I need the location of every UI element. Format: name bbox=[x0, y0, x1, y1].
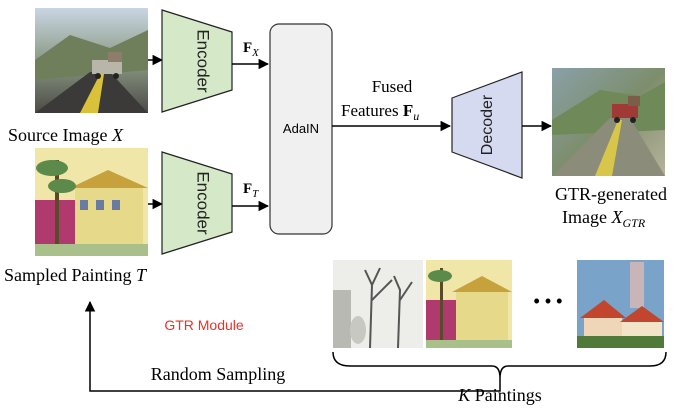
adain-block: AdaIN bbox=[269, 23, 333, 235]
decoder-block: Decoder bbox=[451, 71, 523, 179]
sampled-painting-label: Sampled Painting T bbox=[4, 265, 148, 285]
ft-label: FT bbox=[243, 181, 259, 200]
paintings-brace bbox=[332, 351, 667, 379]
random-sampling-arrow bbox=[84, 300, 501, 392]
gtr-module-label: GTR Module bbox=[164, 317, 244, 333]
source-image bbox=[35, 8, 148, 113]
painting-thumb-2 bbox=[426, 260, 512, 348]
ellipsis: • • • bbox=[534, 291, 563, 311]
random-sampling-label: Random Sampling bbox=[151, 364, 286, 384]
encoder-bottom: Encoder bbox=[161, 151, 233, 255]
painting-thumb-1 bbox=[333, 260, 423, 349]
encoder-top-label: Encoder bbox=[194, 29, 213, 93]
gtr-output-label-2: Image XGTR bbox=[562, 207, 646, 230]
adain-label: AdaIN bbox=[283, 121, 319, 136]
painting-thumb-3 bbox=[577, 260, 664, 348]
decoder-label: Decoder bbox=[479, 94, 496, 155]
encoder-top: Encoder bbox=[161, 9, 233, 113]
sampled-painting bbox=[35, 148, 148, 256]
fused-line2: Features Fu bbox=[341, 101, 419, 123]
source-image-label: Source Image X bbox=[8, 125, 124, 145]
encoder-bottom-label: Encoder bbox=[194, 171, 213, 235]
fx-label: FX bbox=[243, 40, 260, 59]
k-paintings-label: K Paintings bbox=[457, 385, 542, 405]
gtr-output-image bbox=[552, 68, 665, 176]
fused-line1: Fused bbox=[372, 77, 413, 96]
gtr-output-label-1: GTR-generated bbox=[555, 184, 667, 204]
